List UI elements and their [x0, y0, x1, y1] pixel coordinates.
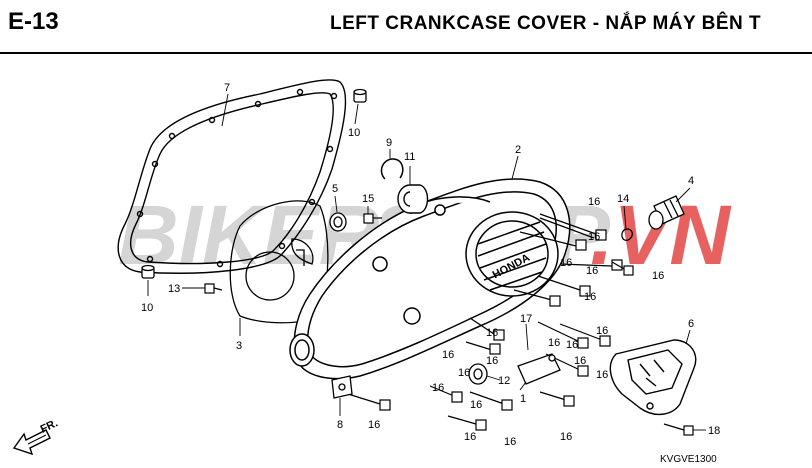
callout-16: 16 — [458, 367, 470, 379]
callout-16: 16 — [596, 369, 608, 381]
callout-16: 16 — [368, 419, 380, 431]
circlip-9 — [380, 158, 404, 180]
header-divider — [0, 52, 812, 54]
callout-16: 16 — [588, 196, 600, 208]
callouts: 7 10 10 2 9 11 5 15 4 14 13 3 17 6 12 1 … — [141, 82, 720, 448]
bolt-a — [539, 213, 607, 241]
callout-9: 9 — [386, 137, 392, 149]
callout-12: 12 — [498, 375, 510, 387]
bolt-b — [519, 231, 587, 251]
bolt-15 — [363, 213, 382, 224]
bolt-13 — [204, 283, 223, 294]
bolt-p — [611, 261, 634, 276]
callout-5: 5 — [332, 183, 338, 195]
callout-2: 2 — [515, 144, 521, 156]
bracket-8 — [331, 375, 353, 399]
callout-7: 7 — [224, 82, 230, 94]
bolt-f — [469, 317, 505, 341]
callout-16: 16 — [504, 436, 516, 448]
callout-18: 18 — [708, 425, 720, 437]
callout-11: 11 — [404, 151, 415, 163]
bolt-g — [465, 341, 501, 355]
callout-14: 14 — [617, 193, 629, 205]
front-direction-indicator: FR. — [12, 417, 60, 456]
callout-16: 16 — [560, 257, 572, 269]
callout-13: 13 — [168, 283, 180, 295]
callout-16: 16 — [566, 339, 578, 351]
callout-1: 1 — [520, 393, 526, 405]
bolt-d — [537, 275, 591, 297]
exploded-view-diagram: BIKER SHOP .VN — [12, 79, 732, 465]
section-code: E-13 — [8, 8, 59, 35]
callout-16: 16 — [486, 327, 498, 339]
callout-16: 16 — [442, 349, 454, 361]
bolt-n — [347, 393, 391, 411]
callout-16: 16 — [470, 399, 482, 411]
callout-16: 16 — [574, 355, 586, 367]
bolt-h — [537, 321, 589, 349]
front-label: FR. — [39, 417, 60, 435]
bolt-k — [429, 385, 463, 403]
callout-16: 16 — [464, 431, 476, 443]
callout-16: 16 — [588, 231, 600, 243]
flange-bolts-16 — [347, 213, 634, 431]
section-title: LEFT CRANKCASE COVER - NẮP MÁY BÊN T — [330, 13, 762, 34]
bolt-m — [539, 391, 575, 407]
dowel-pin-lower — [141, 264, 155, 279]
bearing-11 — [397, 184, 429, 214]
collar-12 — [468, 363, 488, 385]
callout-16: 16 — [432, 382, 444, 394]
callout-16: 16 — [560, 431, 572, 443]
callout-4: 4 — [688, 175, 694, 187]
dowel-pin-upper — [353, 88, 367, 103]
callout-6: 6 — [688, 318, 694, 330]
callout-16: 16 — [586, 265, 598, 277]
bushing-5 — [329, 212, 347, 232]
clip-14 — [621, 228, 633, 241]
diagram-code: KVGVE1300 — [660, 454, 717, 465]
callout-15: 15 — [362, 193, 374, 205]
bolt-o — [447, 415, 487, 431]
callout-10-lower: 10 — [141, 302, 153, 314]
bolt-i — [559, 323, 611, 347]
callout-16: 16 — [548, 337, 560, 349]
guard-6 — [609, 339, 697, 415]
callout-16: 16 — [652, 270, 664, 282]
cap-4 — [648, 195, 685, 230]
callout-16: 16 — [596, 325, 608, 337]
bolt-l — [469, 391, 513, 411]
callout-16: 16 — [486, 355, 498, 367]
callout-10-upper: 10 — [348, 127, 360, 139]
bolt-18 — [663, 423, 694, 436]
bolt-e — [513, 289, 561, 307]
callout-8: 8 — [337, 419, 343, 431]
leader-lines — [147, 93, 706, 431]
callout-3: 3 — [236, 340, 242, 352]
bracket-1 — [517, 353, 561, 385]
callout-16: 16 — [584, 291, 596, 303]
callout-17: 17 — [520, 313, 532, 325]
gasket-7 — [117, 79, 347, 274]
